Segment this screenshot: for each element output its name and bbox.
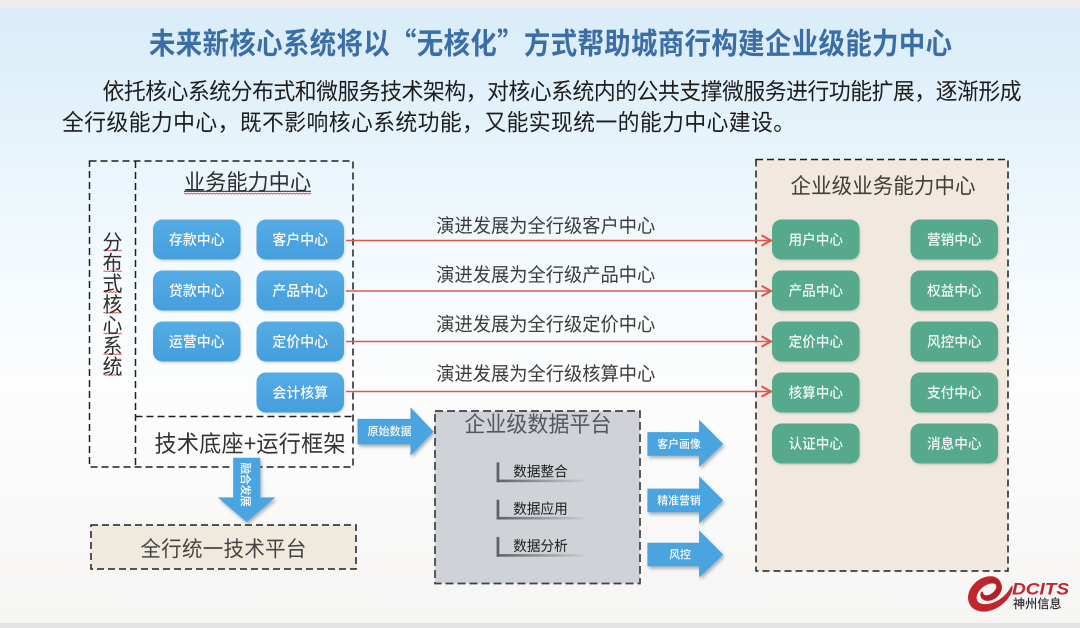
- svg-text:DCITS: DCITS: [1012, 581, 1069, 599]
